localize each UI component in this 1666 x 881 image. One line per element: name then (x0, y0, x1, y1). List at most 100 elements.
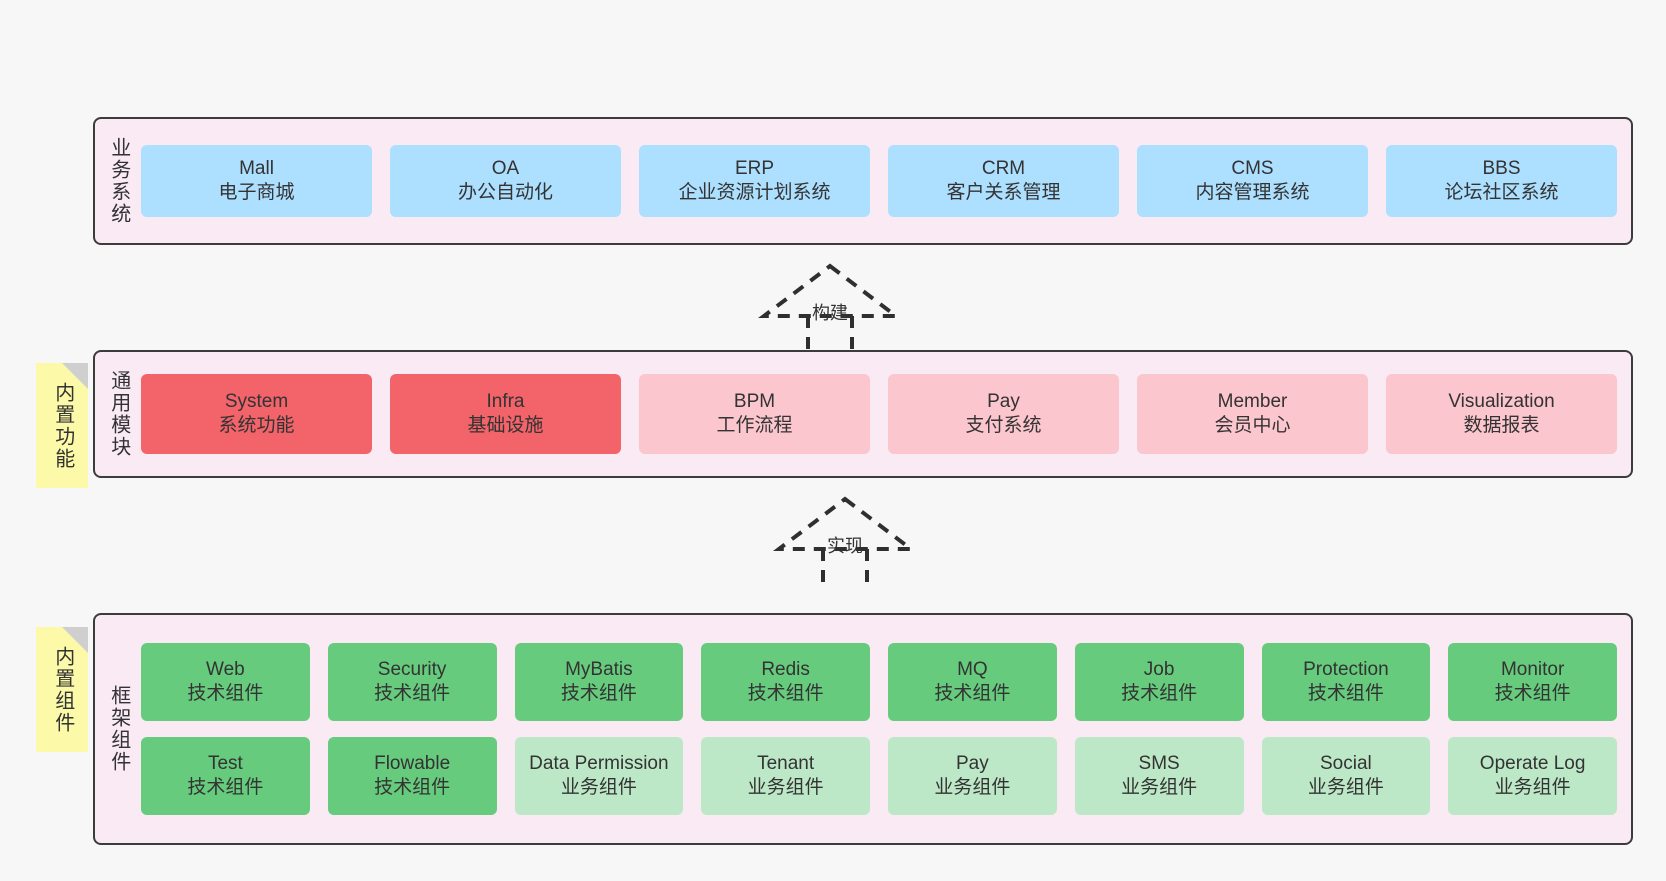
node-name: Infra (486, 390, 525, 412)
node-name: Operate Log (1479, 752, 1586, 774)
note-builtin-component: 内置组件 (36, 627, 88, 752)
node-member[interactable]: Member 会员中心 (1137, 374, 1368, 454)
node-name: Social (1320, 752, 1372, 774)
connector-build: 构建 (758, 262, 902, 350)
generalization-arrowhead-icon (758, 263, 902, 318)
generalization-arrowhead-icon (773, 496, 917, 551)
node-description: 数据报表 (1463, 415, 1540, 436)
node-description: 办公自动化 (457, 182, 553, 203)
node-name: Redis (761, 658, 810, 680)
node-description: 技术组件 (1307, 683, 1384, 704)
node-description: 内容管理系统 (1195, 182, 1310, 203)
node-name: CRM (981, 157, 1026, 179)
node-description: 基础设施 (467, 415, 544, 436)
node-crm[interactable]: CRM 客户关系管理 (888, 145, 1119, 217)
node-name: Mall (239, 157, 274, 179)
note-builtin-feature: 内置功能 (36, 363, 88, 488)
connector-stem-icon (821, 549, 869, 583)
node-name: Data Permission (529, 752, 669, 774)
node-mall[interactable]: Mall 电子商城 (141, 145, 372, 217)
node-name: CMS (1231, 157, 1274, 179)
node-description: 技术组件 (187, 683, 264, 704)
node-description: 技术组件 (187, 777, 264, 798)
layer-panel-business-system: 业务系统 Mall 电子商城 OA 办公自动化 ERP 企业资源计划系统 CRM 客户关系管理… (93, 117, 1633, 245)
node-description: 企业资源计划系统 (678, 182, 831, 203)
node-cms[interactable]: CMS 内容管理系统 (1137, 145, 1368, 217)
node-description: 技术组件 (747, 683, 824, 704)
node-name: System (224, 390, 289, 412)
node-description: 业务组件 (1494, 777, 1571, 798)
note-fold-corner-icon (62, 627, 88, 653)
node-description: 业务组件 (934, 777, 1011, 798)
node-protection[interactable]: Protection 技术组件 (1261, 643, 1431, 721)
node-description: 工作流程 (716, 415, 793, 436)
layer-title-business-system: 业务系统 (107, 137, 130, 225)
node-name: Member (1217, 390, 1288, 412)
node-name: Pay (987, 390, 1020, 412)
node-oa[interactable]: OA 办公自动化 (390, 145, 621, 217)
node-name: ERP (734, 157, 775, 179)
node-description: 业务组件 (560, 777, 637, 798)
node-description: 论坛社区系统 (1444, 182, 1559, 203)
node-name: OA (491, 157, 520, 179)
node-name: MyBatis (565, 658, 633, 680)
node-pay[interactable]: Pay 支付系统 (888, 374, 1119, 454)
node-description: 系统功能 (218, 415, 295, 436)
node-name: Pay (956, 752, 989, 774)
node-name: SMS (1138, 752, 1180, 774)
node-name: Monitor (1500, 658, 1565, 680)
node-bbs[interactable]: BBS 论坛社区系统 (1386, 145, 1617, 217)
node-social[interactable]: Social 业务组件 (1261, 737, 1431, 815)
node-pay[interactable]: Pay 业务组件 (888, 737, 1057, 815)
layer-title-common-module: 通用模块 (107, 370, 130, 458)
node-description: 技术组件 (374, 777, 451, 798)
node-description: 会员中心 (1214, 415, 1291, 436)
node-system[interactable]: System 系统功能 (141, 374, 372, 454)
node-erp[interactable]: ERP 企业资源计划系统 (639, 145, 870, 217)
node-operate-log[interactable]: Operate Log 业务组件 (1448, 737, 1617, 815)
node-data-permission[interactable]: Data Permission 业务组件 (514, 737, 684, 815)
note-builtin-feature-label: 内置功能 (51, 381, 74, 470)
node-name: Protection (1303, 658, 1389, 680)
note-builtin-component-label: 内置组件 (51, 645, 74, 734)
node-monitor[interactable]: Monitor 技术组件 (1448, 643, 1617, 721)
node-description: 技术组件 (1494, 683, 1571, 704)
node-description: 技术组件 (934, 683, 1011, 704)
node-description: 技术组件 (1121, 683, 1198, 704)
node-description: 技术组件 (374, 683, 451, 704)
node-name: BBS (1482, 157, 1521, 179)
connector-stem-icon (806, 316, 854, 350)
node-description: 业务组件 (1121, 777, 1198, 798)
layer-title-framework-component: 框架组件 (107, 685, 130, 773)
node-description: 业务组件 (1307, 777, 1384, 798)
node-description: 支付系统 (965, 415, 1042, 436)
node-visualization[interactable]: Visualization 数据报表 (1386, 374, 1617, 454)
note-fold-corner-icon (62, 363, 88, 389)
layer-body-business-system: Mall 电子商城 OA 办公自动化 ERP 企业资源计划系统 CRM 客户关系管理 CMS 内容… (141, 119, 1631, 243)
node-description: 电子商城 (218, 182, 295, 203)
connector-implement-label: 实现 (827, 536, 863, 556)
node-infra[interactable]: Infra 基础设施 (390, 374, 621, 454)
node-name: Visualization (1448, 390, 1555, 412)
node-row: Mall 电子商城 OA 办公自动化 ERP 企业资源计划系统 CRM 客户关系管理 CMS 内容… (141, 145, 1617, 217)
node-redis[interactable]: Redis 技术组件 (701, 643, 870, 721)
node-name: Tenant (757, 752, 815, 774)
node-sms[interactable]: SMS 业务组件 (1074, 737, 1244, 815)
node-description: 客户关系管理 (946, 182, 1061, 203)
